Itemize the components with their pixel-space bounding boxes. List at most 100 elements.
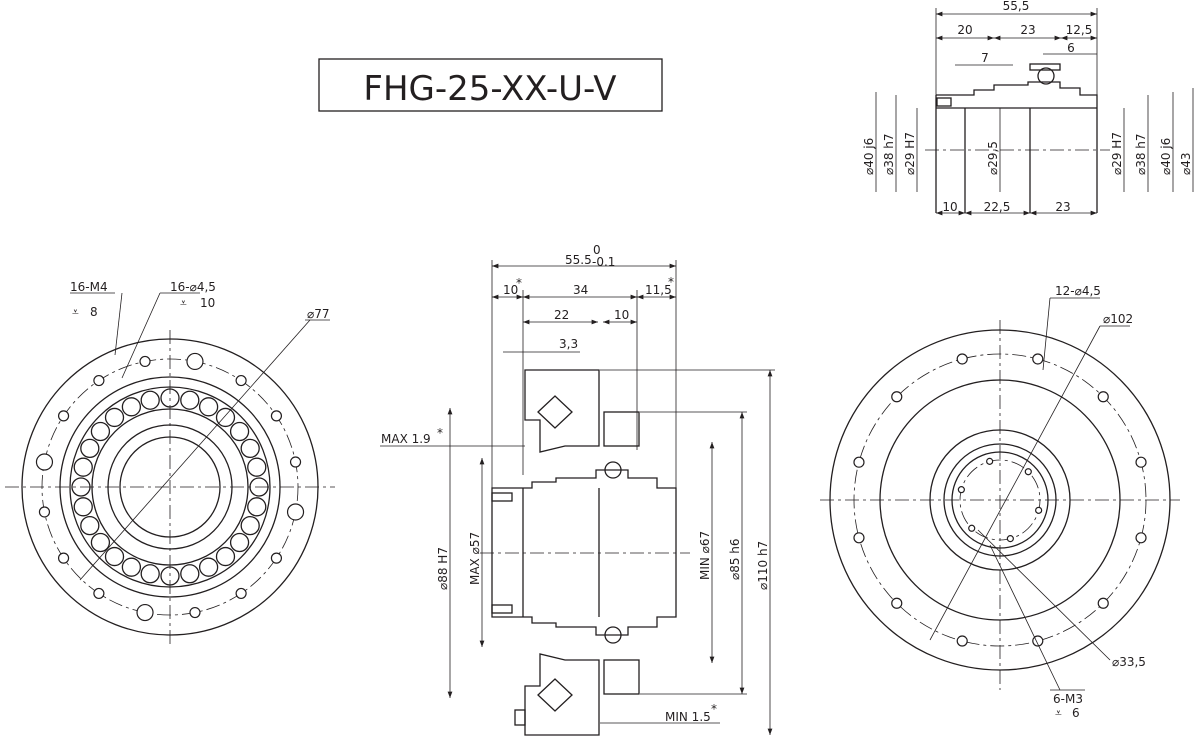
label-pcd-102: ⌀102 [1103,312,1133,326]
tol-lower: -0.1 [592,255,615,269]
dim-7: 7 [981,51,989,65]
roller [215,546,236,567]
dim-min-1-5: MIN 1.5 [665,710,711,724]
mounting-hole [270,552,283,564]
dia-38-h7-left: ⌀38 h7 [882,133,896,175]
dia-29-5: ⌀29,5 [986,141,1000,175]
depth-symbol: ⩡ [180,296,187,310]
mounting-hole [93,587,105,600]
depth-symbol: ⩡ [72,305,79,319]
label-6-m3: 6-M3 [1053,692,1083,706]
roller [247,457,267,477]
label-16-hole: 16-⌀4,5 [170,280,216,294]
asterisk: * [711,702,717,716]
right-front-view: 12-⌀4,5 ⌀102 ⌀33,5 6-M3 ⩡ 6 [820,284,1180,720]
dim-3-3: 3,3 [559,337,578,351]
m3-hole [957,486,965,494]
mounting-hole [891,597,903,609]
dim-12-5: 12,5 [1066,23,1093,37]
roller [229,532,250,553]
mounting-hole [235,374,247,387]
m3-hole [1024,468,1032,476]
mounting-hole [57,552,70,564]
mounting-hole [956,353,968,365]
mounting-hole [853,532,865,544]
dim-23: 23 [1020,23,1035,37]
label-m4-depth: 8 [90,305,98,319]
label-m3-depth: 6 [1072,706,1080,720]
dia-29-H7-right: ⌀29 H7 [1110,132,1124,175]
left-front-view: 16-M4 ⩡ 8 16-⌀4,5 ⩡ 10 ⌀77 [5,280,335,645]
mounting-hole [853,456,865,468]
dim-23b: 23 [1055,200,1070,214]
roller [180,390,200,410]
dim-10b: 10 [614,308,629,322]
m3-hole [1035,506,1043,514]
roller [104,546,125,567]
mounting-hole [1135,456,1147,468]
mounting-hole [1097,391,1109,403]
label-12-holes: 12-⌀4,5 [1055,284,1101,298]
mounting-hole [1097,597,1109,609]
mounting-hole [956,635,968,647]
dim-85-h6: ⌀85 h6 [728,538,742,580]
roller [90,532,111,553]
mounting-hole [289,456,302,468]
roller [121,397,142,417]
label-16-m4: 16-M4 [70,280,108,294]
roller [73,457,93,477]
m3-hole [1006,535,1014,543]
dia-40-j6-left: ⌀40 j6 [862,138,876,175]
asterisk: * [516,276,522,290]
roller [73,497,93,517]
dim-20: 20 [957,23,972,37]
roller [247,497,267,517]
dim-34: 34 [573,283,588,297]
mounting-hole [235,587,247,600]
m3-hole [986,457,994,465]
asterisk: * [437,426,443,440]
mounting-hole [286,503,305,521]
dim-10: 10 [942,200,957,214]
dim-22: 22 [554,308,569,322]
roller [104,407,125,428]
roller [121,557,142,577]
label-dia-33-5: ⌀33,5 [1112,655,1146,669]
roller [140,390,160,410]
mounting-hole [1032,353,1044,365]
top-side-view: 55,5 20 23 12,5 7 6 10 22,5 23 ⌀40 j6 ⌀3… [862,0,1194,216]
roller [80,515,100,536]
section-view: 55.5 0 -0.1 10 * 34 11,5 * 22 10 3,3 MAX… [380,243,775,736]
mounting-hole [38,506,51,518]
asterisk: * [668,275,674,289]
roller [198,557,219,577]
dim-22-5: 22,5 [984,200,1011,214]
dia-38-h7-right: ⌀38 h7 [1134,133,1148,175]
roller [240,515,260,536]
roller [215,407,236,428]
roller [90,421,111,442]
roller [229,421,250,442]
dim-min-67: MIN ⌀67 [698,531,712,580]
dim-max-1-9: MAX 1.9 [381,432,431,446]
label-hole-depth: 10 [200,296,215,310]
mounting-hole [891,391,903,403]
dim-110-h7: ⌀110 h7 [756,541,770,590]
roller [180,564,200,584]
mounting-hole [136,603,154,622]
dia-43: ⌀43 [1179,153,1193,176]
dim-11-5-star: 11,5 [645,283,672,297]
mounting-hole [93,374,105,387]
depth-symbol: ⩡ [1055,706,1062,720]
tol-upper: 0 [593,243,601,257]
label-pcd-77: ⌀77 [307,307,330,321]
mounting-hole [270,410,283,422]
dim-88-H7: ⌀88 H7 [436,547,450,590]
roller [240,438,260,459]
mounting-hole [57,410,70,422]
mounting-hole [139,355,151,368]
roller [80,438,100,459]
dia-29-H7-left: ⌀29 H7 [903,132,917,175]
roller [198,397,219,417]
